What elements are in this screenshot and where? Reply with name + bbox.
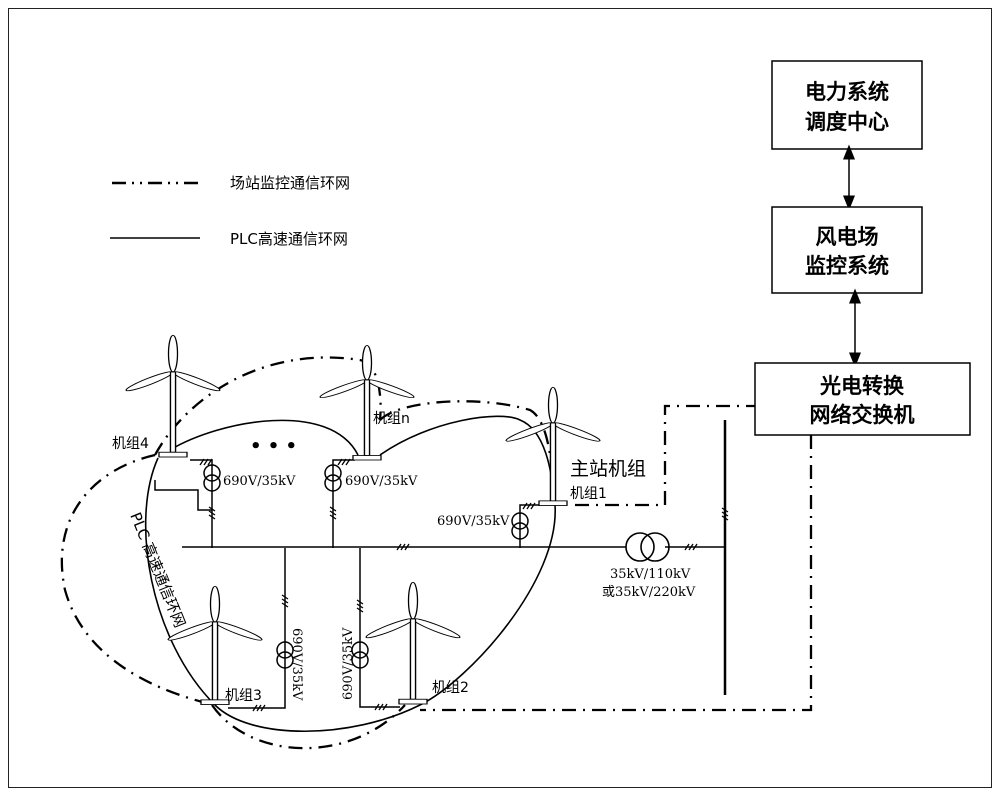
switch-line2: 网络交换机: [810, 403, 915, 427]
dispatch-center-line1: 电力系统: [805, 80, 889, 104]
diagram-frame: [8, 8, 992, 788]
dispatch-center-line2: 调度中心: [805, 110, 889, 134]
unit3-label: 机组3: [225, 688, 262, 704]
unit1-transformer-label: 690V/35kV: [437, 514, 510, 529]
unitn-label: 机组n: [373, 411, 410, 427]
unit2-transformer-label: 690V/35kV: [341, 627, 356, 700]
main-transformer-icon: [625, 532, 670, 562]
unit3-transformer-label: 690V/35kV: [289, 628, 304, 701]
unit4-transformer-label: 690V/35kV: [223, 474, 296, 489]
plc-ring-label: PLC 高速通信环网: [126, 510, 189, 630]
dispatch-center-box: 电力系统 调度中心: [771, 60, 923, 150]
scada-line2: 监控系统: [805, 254, 889, 278]
scada-line1: 风电场: [816, 225, 879, 249]
main-transformer-label-line1: 35kV/110kV: [610, 567, 691, 582]
legend-station-ring-label: 场站监控通信环网: [230, 174, 350, 192]
station-monitoring-ring: [60, 356, 813, 750]
unit2-label: 机组2: [432, 680, 469, 696]
legend-plc-ring-label: PLC高速通信环网: [230, 230, 348, 248]
scada-box: 风电场 监控系统: [771, 206, 923, 294]
electrical-network: [154, 420, 727, 709]
unit1-label: 机组1: [570, 486, 607, 502]
legend: 场站监控通信环网 PLC高速通信环网: [110, 174, 350, 248]
unitn-transformer-label: 690V/35kV: [345, 474, 418, 489]
unit4-label: 机组4: [112, 436, 149, 452]
master-unit-label: 主站机组: [570, 458, 646, 480]
switch-line1: 光电转换: [819, 374, 905, 398]
ellipsis-more-turbines: • • •: [250, 436, 297, 457]
main-transformer-label-line2: 或35kV/220kV: [602, 585, 696, 600]
switch-box: 光电转换 网络交换机: [754, 362, 971, 436]
